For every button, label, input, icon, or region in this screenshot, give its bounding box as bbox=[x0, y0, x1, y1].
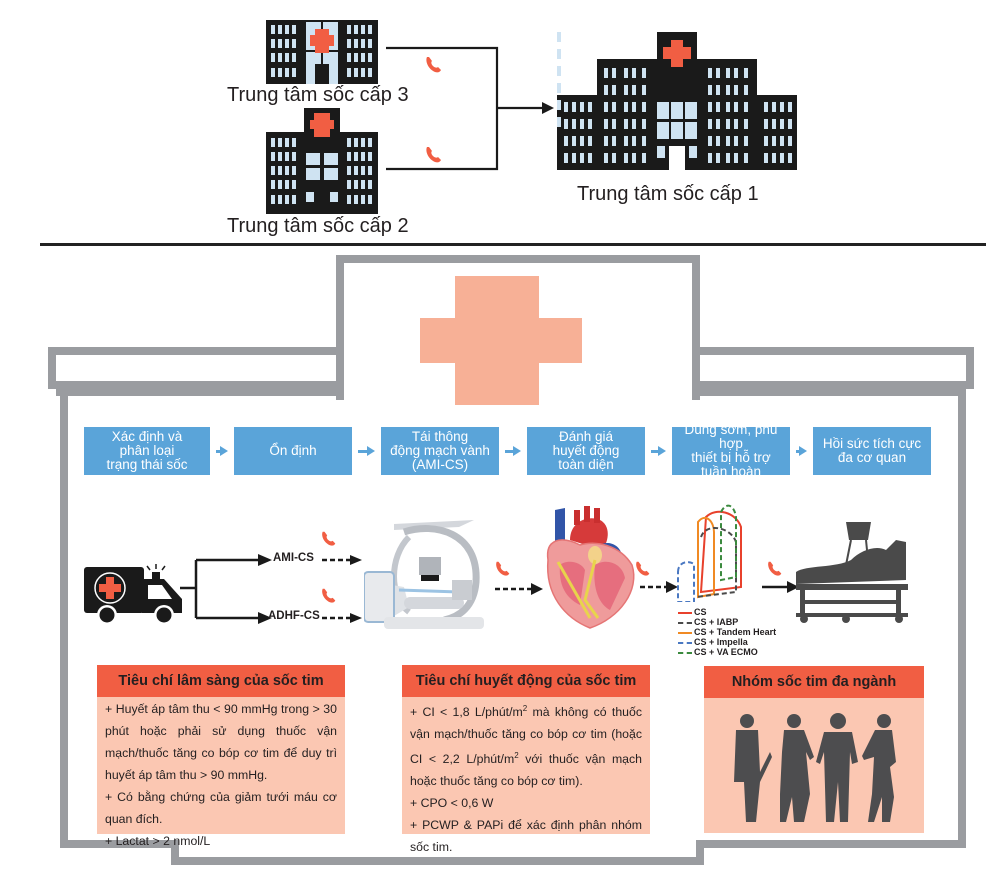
hospital-tower-icon bbox=[266, 108, 378, 214]
hemodynamic-criteria-item: + PCWP & PAPi để xác định phân nhóm sốc … bbox=[410, 818, 642, 855]
legend-swatch bbox=[678, 631, 692, 634]
legend-item: CS bbox=[678, 607, 776, 617]
center-level3-label: Trung tâm sốc cấp 3 bbox=[227, 84, 409, 106]
process-arrow bbox=[796, 446, 807, 456]
heart-catheter-icon bbox=[546, 506, 635, 629]
process-step-label: Tái thông động mạch vành (AMI-CS) bbox=[390, 429, 490, 472]
legend-swatch bbox=[678, 641, 692, 644]
small-hospital-icon bbox=[266, 20, 378, 84]
legend-swatch bbox=[678, 651, 692, 654]
legend-label: CS + Impella bbox=[694, 637, 748, 647]
legend-label: CS + VA ECMO bbox=[694, 647, 758, 657]
hemodynamic-criteria-item: + CPO < 0,6 W bbox=[410, 796, 494, 811]
large-hospital-icon bbox=[557, 32, 797, 170]
clinical-criteria-item: + Huyết áp tâm thu < 90 mmHg trong > 30 … bbox=[105, 702, 337, 782]
hemodynamic-criteria-body: + CI < 1,8 L/phút/m2 mà không có thuốc v… bbox=[402, 697, 650, 854]
team-body bbox=[704, 698, 924, 833]
ambulance-icon bbox=[84, 564, 182, 625]
process-step: Tái thông động mạch vành (AMI-CS) bbox=[381, 427, 499, 475]
team-panel: Nhóm sốc tim đa ngành bbox=[704, 666, 924, 833]
legend-label: CS bbox=[694, 607, 707, 617]
process-arrow bbox=[505, 446, 521, 456]
pv-loop-icon bbox=[677, 504, 742, 602]
legend-swatch bbox=[678, 611, 692, 614]
process-step-label: Xác định và phân loại trạng thái sốc bbox=[106, 429, 188, 472]
legend-label: CS + IABP bbox=[694, 617, 739, 627]
legend-item: CS + IABP bbox=[678, 617, 776, 627]
process-arrow bbox=[651, 446, 666, 456]
process-step: Dùng sớm, phù hợp thiết bị hỗ trợ tuần h… bbox=[672, 423, 790, 479]
legend-item: CS + VA ECMO bbox=[678, 647, 776, 657]
shock-network-diagram: Trung tâm sốc cấp 3 Trung tâm sốc cấp 2 bbox=[0, 0, 996, 240]
dashed-arrow bbox=[640, 581, 678, 593]
section-divider bbox=[40, 243, 986, 246]
process-step-label: Đánh giá huyết động toàn diện bbox=[552, 429, 620, 472]
legend-item: CS + Tandem Heart bbox=[678, 627, 776, 637]
phone-icon bbox=[322, 588, 336, 603]
process-step: Đánh giá huyết động toàn diện bbox=[527, 427, 645, 475]
legend-swatch bbox=[678, 621, 692, 624]
network-connector bbox=[386, 46, 554, 171]
branch-arrows bbox=[180, 554, 362, 624]
dashed-arrow bbox=[495, 583, 543, 595]
branch-label-ami-cs: AMI-CS bbox=[273, 552, 314, 564]
clinical-criteria-body: + Huyết áp tâm thu < 90 mmHg trong > 30 … bbox=[97, 697, 345, 848]
clinical-criteria-item: + Lactat > 2 nmol/L bbox=[105, 834, 211, 848]
branch-label-adhf-cs: ADHF-CS bbox=[268, 610, 320, 622]
process-step: Xác định và phân loại trạng thái sốc bbox=[84, 427, 210, 475]
process-step: Ổn định bbox=[234, 427, 352, 475]
clinical-criteria-item: + Có bằng chứng của giảm tưới máu cơ qua… bbox=[105, 790, 337, 826]
cath-lab-icon bbox=[364, 520, 484, 629]
clinical-criteria-title: Tiêu chí lâm sàng của sốc tim bbox=[97, 665, 345, 697]
process-step-label: Dùng sớm, phù hợp thiết bị hỗ trợ tuần h… bbox=[684, 422, 778, 479]
center-level1-label: Trung tâm sốc cấp 1 bbox=[577, 183, 759, 205]
center-level2-label: Trung tâm sốc cấp 2 bbox=[227, 215, 409, 237]
phone-icon bbox=[426, 57, 441, 73]
process-arrow bbox=[216, 446, 228, 456]
team-title: Nhóm sốc tim đa ngành bbox=[704, 666, 924, 698]
phone-icon bbox=[636, 561, 650, 576]
hemodynamic-criteria-panel: Tiêu chí huyết động của sốc tim + CI < 1… bbox=[402, 665, 650, 854]
pathway-row: AMI-CS ADHF-CS bbox=[0, 490, 996, 660]
phone-icon bbox=[768, 561, 782, 576]
process-step-label: Ổn định bbox=[269, 443, 317, 458]
phone-icon bbox=[496, 561, 510, 576]
process-step: Hồi sức tích cực đa cơ quan bbox=[813, 427, 931, 475]
legend-item: CS + Impella bbox=[678, 637, 776, 647]
solid-arrow bbox=[762, 581, 799, 593]
clinical-criteria-panel: Tiêu chí lâm sàng của sốc tim + Huyết áp… bbox=[97, 665, 345, 848]
phone-icon bbox=[426, 147, 441, 163]
process-step-label: Hồi sức tích cực đa cơ quan bbox=[822, 436, 922, 465]
team-silhouettes-icon bbox=[734, 713, 896, 822]
hemodynamic-criteria-item: + CI < 1,8 L/phút/m2 mà không có thuốc v… bbox=[410, 704, 643, 789]
hemodynamic-criteria-title: Tiêu chí huyết động của sốc tim bbox=[402, 665, 650, 697]
process-arrow bbox=[358, 446, 375, 456]
phone-icon bbox=[322, 531, 336, 546]
legend-label: CS + Tandem Heart bbox=[694, 627, 777, 637]
icu-bed-icon bbox=[796, 522, 908, 623]
